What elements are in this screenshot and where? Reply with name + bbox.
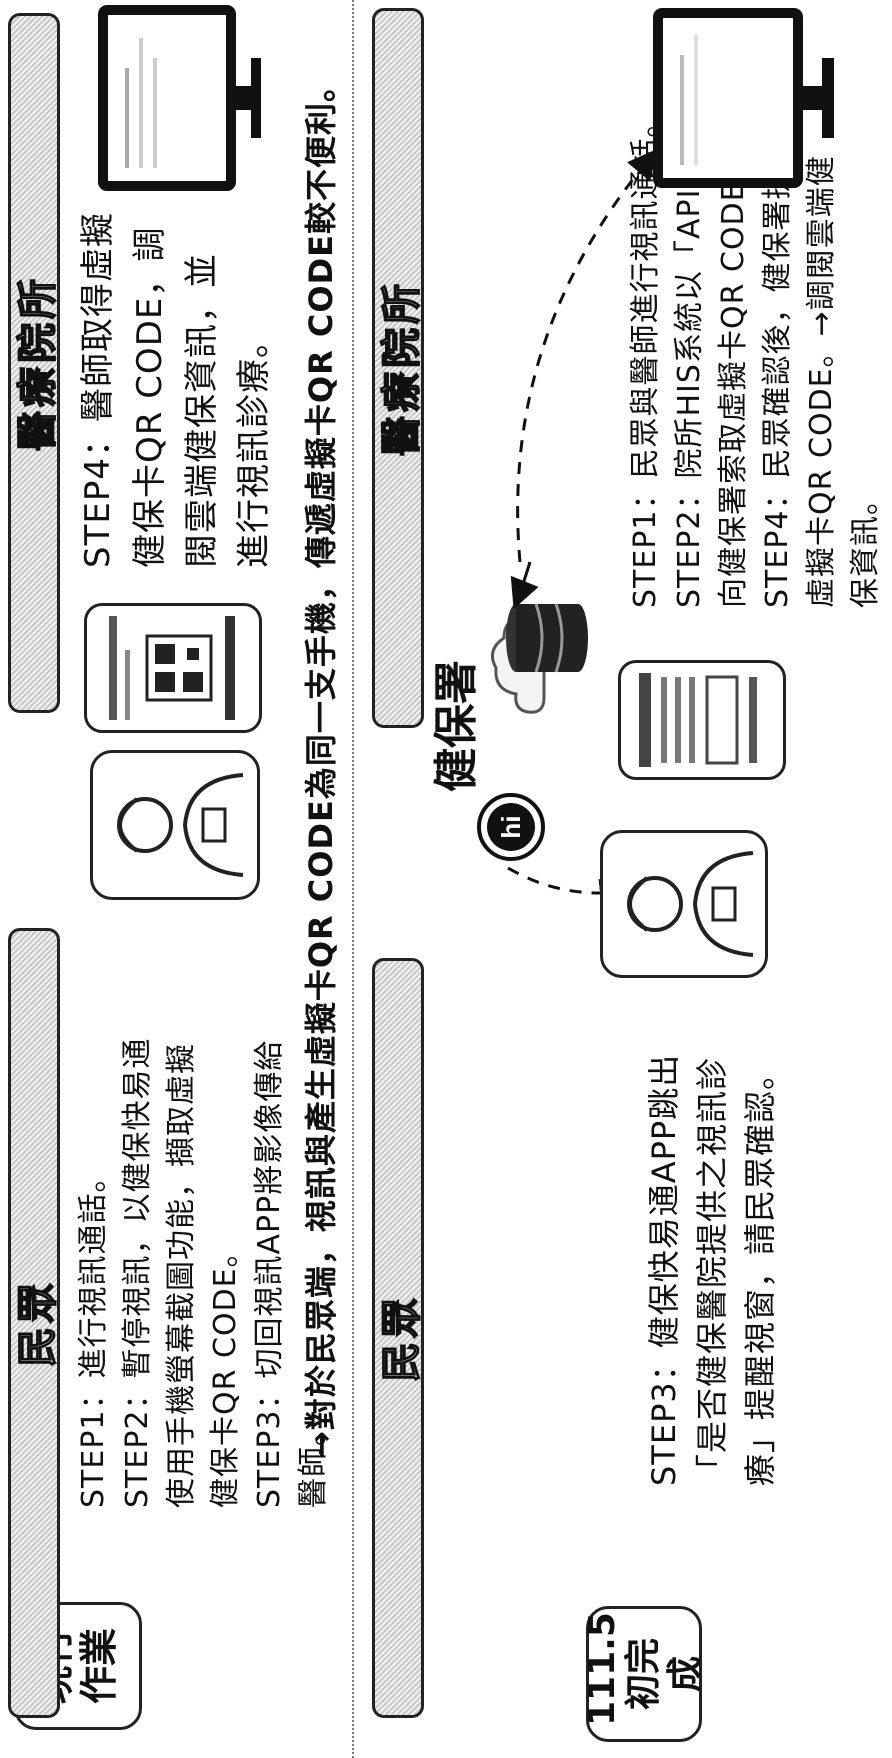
future-citizen-steps: STEP3：健保快易通APP跳出 「是否健保醫院提供之視訊診 療」提醒視窗，請民… — [645, 1053, 779, 1486]
database-server-icon — [504, 598, 590, 678]
smartphone-icon — [618, 660, 786, 780]
svg-text:hi: hi — [496, 815, 526, 838]
smartphone-icon — [84, 603, 262, 733]
completion-date-label: 111.5初完成 — [582, 1606, 706, 1742]
nhi-logo-icon: hi — [476, 792, 546, 862]
person-icon — [90, 750, 260, 900]
person-icon — [600, 830, 768, 978]
computer-monitor-icon — [95, 0, 275, 198]
computer-monitor-icon — [650, 3, 850, 193]
